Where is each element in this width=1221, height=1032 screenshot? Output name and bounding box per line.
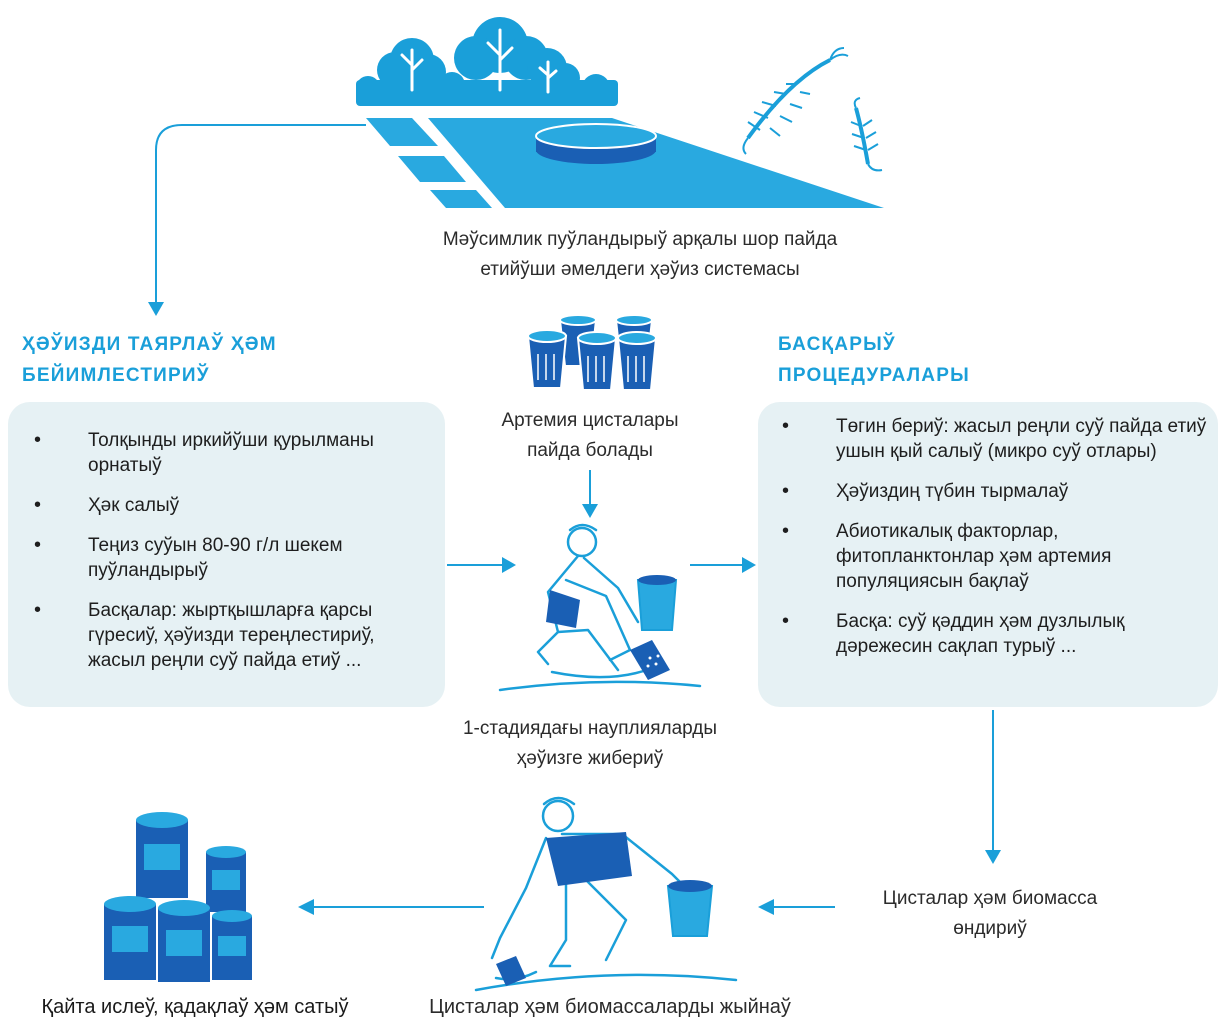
pond-icon (148, 17, 884, 316)
prep-panel: Толқынды иркийўши қурылманы орнатыў Ҳәк … (8, 402, 445, 707)
management-heading: БАСҚАРЫЎ ПРОЦЕДУРАЛАРЫ (778, 329, 970, 391)
management-heading-line2: ПРОЦЕДУРАЛАРЫ (778, 365, 970, 386)
prep-heading: ҲӘЎИЗДИ ТАЯРЛАЎ ҲӘМ БЕЙИМЛЕСТИРИЎ (22, 329, 277, 391)
cups-icon (526, 314, 658, 391)
release-caption: 1-стадиядағы науплияларды ҳәўизге жибери… (430, 714, 750, 774)
prep-item: Ҳәк салыў (30, 493, 423, 518)
production-caption: Цисталар ҳәм биомасса өндириў (840, 884, 1140, 944)
harvest-caption: Цисталар ҳәм биомассаларды жыйнаў (390, 992, 830, 1022)
processing-caption: Қайта ислеў, қадақлаў ҳәм сатыў (0, 992, 390, 1022)
prep-item: Теңиз суўын 80-90 г/л шекем пуўландырыў (30, 533, 423, 583)
harvest-caption-text: Цисталар ҳәм биомассаларды жыйнаў (429, 996, 791, 1018)
management-item: Абиотикалық факторлар, фитопланктонлар ҳ… (778, 519, 1208, 594)
processing-caption-text: Қайта ислеў, қадақлаў ҳәм сатыў (41, 996, 349, 1018)
prep-heading-line2: БЕЙИМЛЕСТИРИЎ (22, 365, 210, 386)
cysts-caption-line1: Артемия цисталары (501, 410, 679, 431)
person-harvesting-icon (474, 796, 738, 992)
release-caption-line1: 1-стадиядағы науплияларды (462, 718, 718, 739)
artemia-icon (742, 47, 883, 172)
pond-caption-line1: Мәўсимлик пуўландырыў арқалы шор пайда (442, 229, 838, 250)
person-pouring-icon (498, 523, 702, 692)
prep-item: Толқынды иркийўши қурылманы орнатыў (30, 428, 423, 478)
management-item: Басқа: суў қәддин ҳәм дузлылық дәрежесин… (778, 609, 1208, 659)
release-caption-line2: ҳәўизге жибериў (516, 748, 664, 769)
management-item: Ҳәўиздиң түбин тырмалаў (778, 479, 1208, 504)
management-heading-line1: БАСҚАРЫЎ (778, 334, 896, 355)
pond-to-prep-arrow (155, 124, 366, 304)
production-caption-line2: өндириў (953, 918, 1027, 939)
management-panel: Төгин бериў: жасыл реңли суў пайда етиў … (758, 402, 1218, 707)
management-list: Төгин бериў: жасыл реңли суў пайда етиў … (778, 414, 1208, 659)
cysts-caption-line2: пайда болады (527, 440, 653, 461)
production-caption-line1: Цисталар ҳәм биомасса (882, 888, 1098, 909)
pond-caption: Мәўсимлик пуўландырыў арқалы шор пайда е… (360, 225, 920, 285)
cans-icon (104, 812, 252, 982)
prep-list: Толқынды иркийўши қурылманы орнатыў Ҳәк … (30, 428, 423, 673)
pond-caption-line2: етийўши әмелдеги ҳәўиз системасы (480, 259, 800, 280)
management-item: Төгин бериў: жасыл реңли суў пайда етиў … (778, 414, 1208, 464)
prep-heading-line1: ҲӘЎИЗДИ ТАЯРЛАЎ ҲӘМ (22, 334, 277, 355)
cysts-caption: Артемия цисталары пайда болады (470, 406, 710, 466)
prep-item: Басқалар: жыртқышларға қарсы гүресиў, ҳә… (30, 598, 423, 673)
